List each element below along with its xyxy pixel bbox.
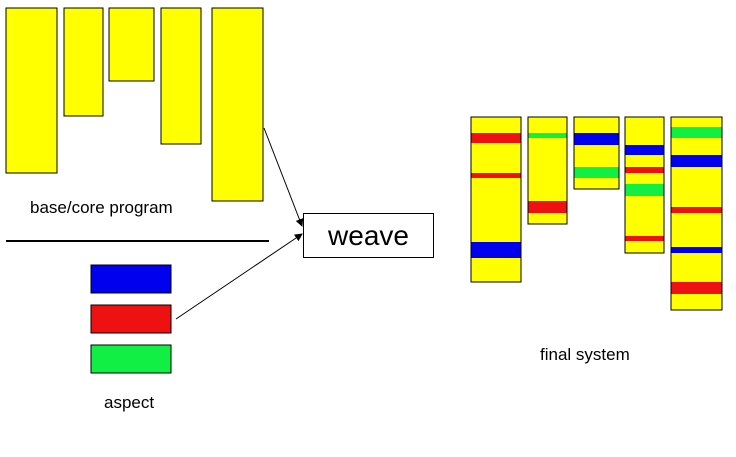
final-block-1 [470,116,522,283]
woven-band-red [471,133,521,143]
woven-band-green [528,133,567,138]
woven-band-blue [625,145,664,155]
aspect-swatch-green [90,344,172,374]
woven-band-red [625,236,664,241]
base-block-2 [63,7,104,117]
woven-band-red [625,167,664,173]
aspect-swatch-blue [90,264,172,294]
base-program-blocks [5,7,264,202]
aspect-swatch-red [90,304,172,334]
aspect-swatches [90,264,172,374]
woven-band-blue [671,155,722,167]
base-block-1 [5,7,58,174]
base-block-5 [211,7,264,202]
woven-band-red [528,201,567,213]
woven-band-red [471,173,521,178]
woven-band-green [671,127,722,138]
woven-band-green [574,167,619,178]
base-program-label: base/core program [30,198,173,217]
weave-box: weave [303,213,434,258]
arrow-from-aspect [175,233,303,320]
base-block-3 [108,7,155,82]
aspect-label: aspect [104,393,155,412]
final-system-blocks [470,116,723,311]
final-block-2 [527,116,568,225]
final-block-4 [624,116,665,254]
woven-band-red [671,282,722,294]
final-system-label: final system [540,345,630,364]
woven-band-red [671,207,722,213]
woven-band-blue [671,247,722,253]
base-block-4 [160,7,202,145]
arrow-from-base [263,127,304,227]
final-block-3 [573,116,620,190]
woven-band-green [625,184,664,196]
woven-band-blue [471,242,521,258]
final-block-5 [670,116,723,311]
woven-band-blue [574,133,619,145]
